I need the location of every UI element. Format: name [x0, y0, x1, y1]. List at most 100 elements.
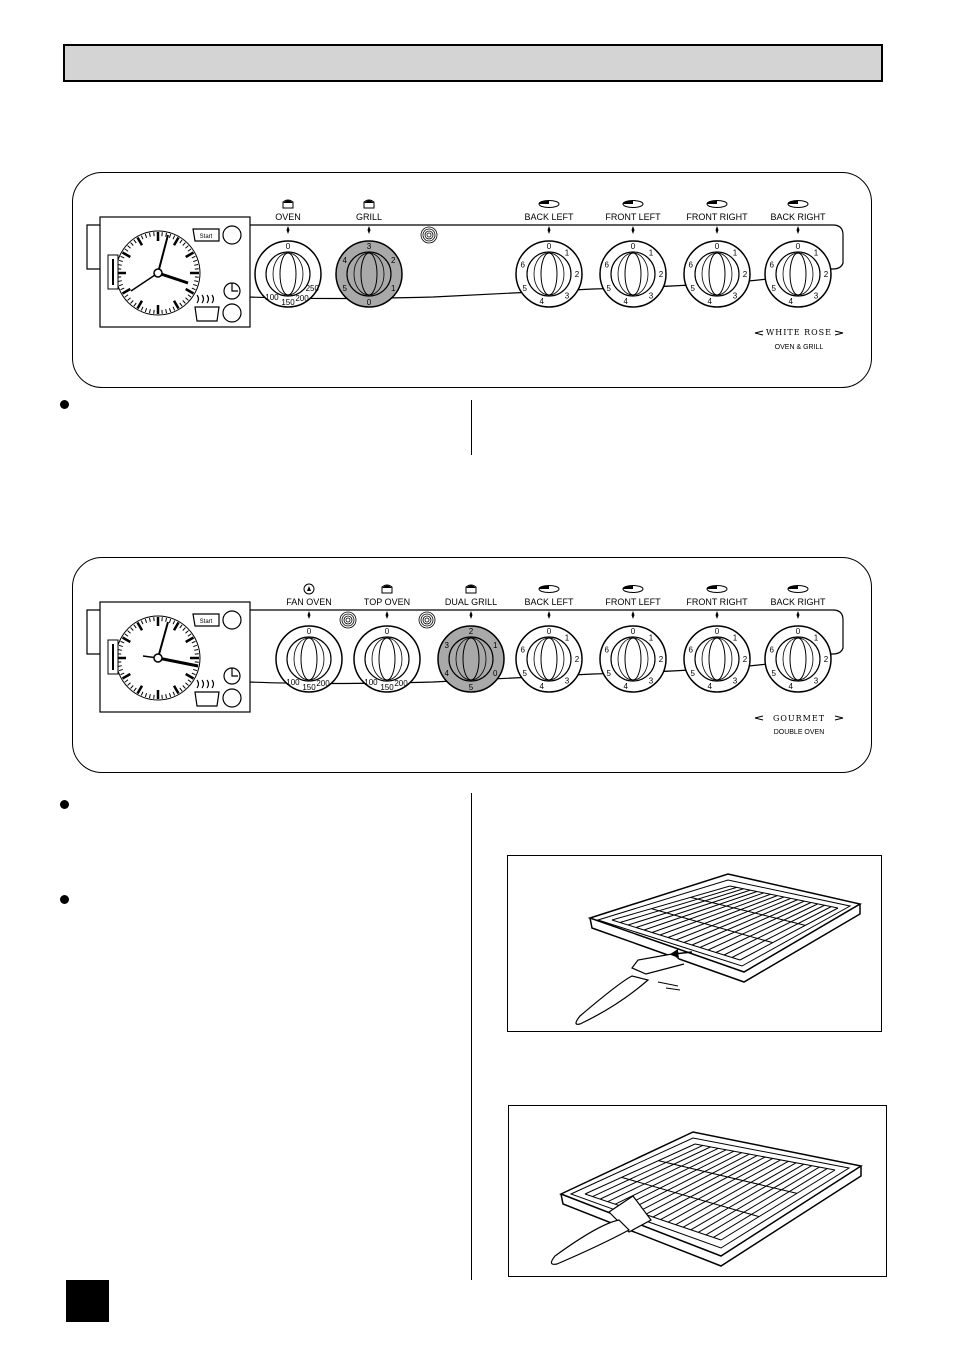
knob-scale-number: 2 [659, 655, 664, 664]
knob-scale-number: 3 [367, 242, 372, 251]
knob-scale-number: 3 [814, 676, 819, 685]
hob-position-icon [538, 200, 560, 208]
knob-scale-number: 0 [307, 627, 312, 636]
knob-scale-number: 2 [469, 627, 474, 636]
section-header-bar [63, 44, 883, 82]
knob-scale-number: 1 [733, 634, 738, 643]
bullet-point [60, 400, 69, 409]
knob-scale-number: 150 [380, 683, 394, 692]
hob-knob-back-left[interactable]: BACK LEFT 0 1 2 3 4 5 6 [515, 585, 583, 693]
column-divider [471, 793, 472, 1280]
knob-scale-number: 0 [631, 627, 636, 636]
timer-start-label: Start [200, 234, 213, 240]
knob-scale-number: 200 [295, 294, 309, 303]
knob-scale-number: 100 [265, 293, 279, 302]
knob-scale-number: 5 [523, 669, 528, 678]
knob-scale-number: 4 [343, 256, 348, 265]
knob-scale-number: 2 [824, 270, 829, 279]
clock-timer: Start [99, 601, 251, 713]
knob-scale-number: 2 [824, 655, 829, 664]
knob-scale-number: 5 [691, 284, 696, 293]
grill-icon [465, 584, 477, 594]
timer-stop-button[interactable] [222, 688, 242, 708]
knob-scale-number: 5 [523, 284, 528, 293]
hob-knob-front-right-label: FRONT RIGHT [686, 597, 748, 607]
fan-icon [303, 583, 315, 595]
knob-scale-number: 6 [604, 260, 609, 269]
knob-scale-number: 2 [659, 270, 664, 279]
knob-scale-number: 1 [649, 249, 654, 258]
brand-subtitle: DOUBLE OVEN [774, 729, 825, 736]
grill-pan-figure-handle-attached [508, 1105, 887, 1277]
timer-start-button[interactable] [222, 610, 242, 630]
knob-scale-number: 200 [394, 679, 408, 688]
knob-scale-number: 200 [316, 679, 330, 688]
brand-subtitle: OVEN & GRILL [775, 344, 824, 351]
timer-start-button[interactable] [222, 225, 242, 245]
knob-scale-number: 0 [493, 669, 498, 678]
knob-scale-number: 2 [575, 655, 580, 664]
knob-scale-number: 3 [733, 676, 738, 685]
knob-scale-number: 2 [743, 270, 748, 279]
knob-scale-number: 1 [565, 634, 570, 643]
hob-knob-front-left-label: FRONT LEFT [605, 212, 661, 222]
hob-position-icon [787, 200, 809, 208]
knob-scale-number: 1 [493, 641, 498, 650]
knob-scale-number: 5 [691, 669, 696, 678]
grill-element-icon [418, 611, 436, 629]
knob-scale-number: 6 [769, 645, 774, 654]
knob-scale-number: 0 [547, 627, 552, 636]
hob-position-icon [787, 585, 809, 593]
knob-scale-number: 3 [814, 291, 819, 300]
knob-scale-number: 6 [520, 645, 525, 654]
knob-scale-number: 1 [649, 634, 654, 643]
hob-position-icon [622, 200, 644, 208]
knob-scale-number: 1 [814, 249, 819, 258]
knob-scale-number: 4 [540, 682, 545, 691]
grill-pan-handle [550, 1219, 630, 1265]
knob-scale-number: 6 [769, 260, 774, 269]
hob-position-icon [622, 585, 644, 593]
steam-icon [196, 294, 215, 304]
knob-scale-number: 2 [743, 655, 748, 664]
grill-pan-handle [575, 975, 650, 1025]
hob-knob-back-left-label: BACK LEFT [524, 597, 574, 607]
knob-scale-number: 3 [649, 291, 654, 300]
knob-scale-number: 5 [343, 284, 348, 293]
clock-timer: Start [99, 216, 251, 328]
knob-scale-number: 0 [286, 242, 291, 251]
timer-start-label: Start [200, 619, 213, 625]
knob-scale-number: 0 [796, 627, 801, 636]
hob-knob-back-right-label: BACK RIGHT [770, 212, 826, 222]
knob-scale-number: 3 [649, 676, 654, 685]
timer-stop-button[interactable] [222, 303, 242, 323]
oven-icon [282, 199, 294, 209]
knob-scale-number: 5 [469, 683, 474, 692]
knob-scale-number: 3 [565, 291, 570, 300]
knob-scale-number: 5 [607, 284, 612, 293]
top-oven-control-knob-label: TOP OVEN [364, 597, 410, 607]
column-divider [471, 400, 472, 455]
knob-scale-number: 4 [789, 682, 794, 691]
knob-scale-number: 4 [708, 682, 713, 691]
oven-icon [381, 584, 393, 594]
knob-scale-number: 3 [445, 641, 450, 650]
knob-scale-number: 3 [565, 676, 570, 685]
knob-scale-number: 6 [604, 645, 609, 654]
bullet-point [60, 895, 69, 904]
knob-scale-number: 2 [575, 270, 580, 279]
